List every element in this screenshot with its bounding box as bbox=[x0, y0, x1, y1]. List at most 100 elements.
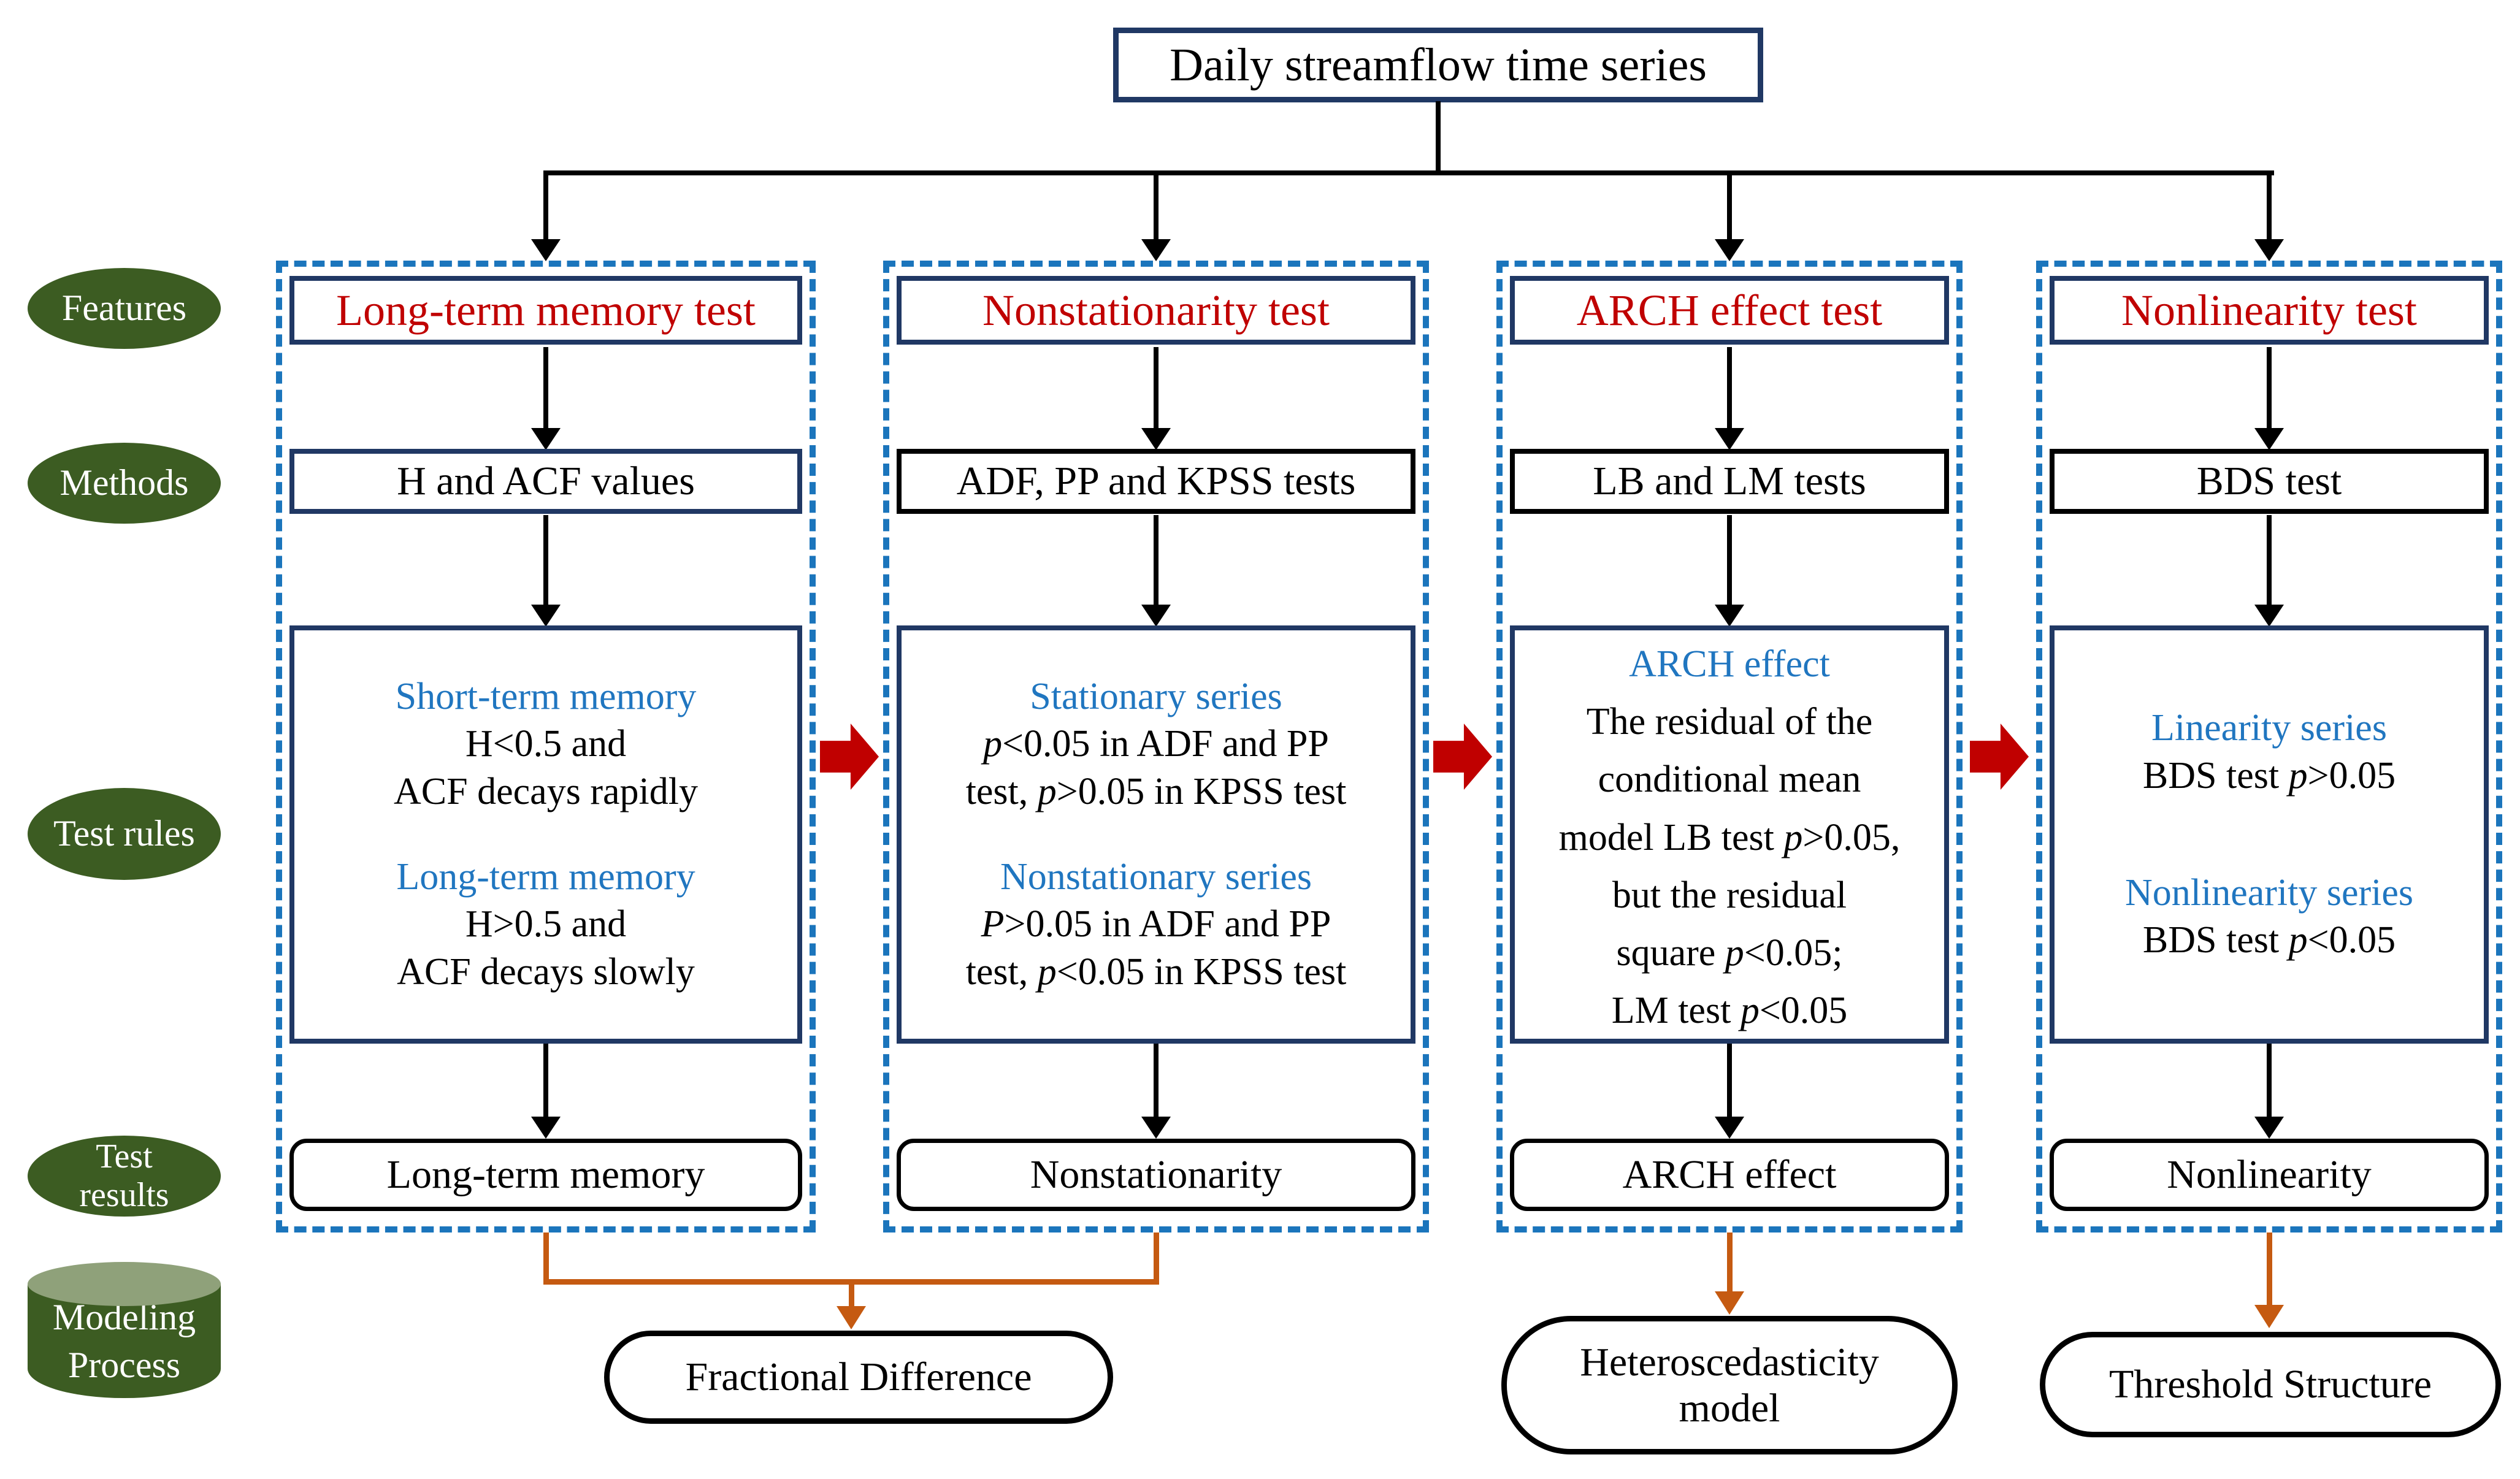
arrowhead-method-rules-icon-4 bbox=[2254, 605, 2284, 627]
branch-drop-line-3 bbox=[1727, 170, 1732, 240]
orange-arrowhead-ts-icon bbox=[2254, 1305, 2284, 1328]
arrow-method-rules-2 bbox=[1154, 515, 1159, 607]
row-label-methods: Methods bbox=[28, 443, 221, 524]
branch-arrowhead-icon-1 bbox=[531, 239, 561, 261]
arrow-method-rules-4 bbox=[2267, 515, 2272, 607]
feature-box-3: ARCH effect test bbox=[1510, 276, 1949, 345]
italic-symbol: p bbox=[983, 723, 1003, 765]
italic-symbol: p bbox=[1037, 950, 1057, 993]
output-line: Heteroscedasticity bbox=[1580, 1339, 1879, 1385]
arrow-rules-result-4 bbox=[2267, 1044, 2272, 1118]
result-box-3: ARCH effect bbox=[1510, 1139, 1949, 1211]
arrowhead-feature-method-icon-4 bbox=[2254, 428, 2284, 450]
italic-symbol: p bbox=[2288, 919, 2308, 961]
italic-symbol: p bbox=[1725, 932, 1744, 974]
rule-line: LM test p<0.05 bbox=[1611, 990, 1848, 1032]
italic-symbol: p bbox=[1037, 770, 1057, 812]
row-label-features: Features bbox=[28, 268, 221, 349]
rule-line: model LB test p>0.05, bbox=[1558, 816, 1901, 858]
rule-line: BDS test p<0.05 bbox=[2142, 919, 2396, 961]
arrowhead-feature-method-icon-1 bbox=[531, 428, 561, 450]
orange-drop-col1 bbox=[543, 1232, 549, 1284]
title-box: Daily streamflow time series bbox=[1113, 28, 1763, 102]
title-connector-line bbox=[1436, 101, 1441, 173]
arrow-rules-result-2 bbox=[1154, 1044, 1159, 1118]
arrow-rules-result-3 bbox=[1727, 1044, 1732, 1118]
result-box-2: Nonstationarity bbox=[897, 1139, 1415, 1211]
arrow-feature-method-1 bbox=[543, 347, 548, 430]
red-block-arrow-icon-3 bbox=[1970, 724, 2029, 790]
cylinder-top-icon bbox=[28, 1262, 221, 1306]
rule-heading: Long-term memory bbox=[396, 855, 695, 898]
arrow-method-rules-1 bbox=[543, 515, 548, 607]
arrowhead-feature-method-icon-2 bbox=[1141, 428, 1171, 450]
italic-symbol: p bbox=[1783, 816, 1803, 858]
arrowhead-rules-result-icon-1 bbox=[531, 1117, 561, 1139]
arrow-method-rules-3 bbox=[1727, 515, 1732, 607]
arrow-feature-method-4 bbox=[2267, 347, 2272, 430]
result-box-1: Long-term memory bbox=[289, 1139, 802, 1211]
arrowhead-method-rules-icon-1 bbox=[531, 605, 561, 627]
rule-line: but the residual bbox=[1612, 874, 1847, 916]
rule-line: BDS test p>0.05 bbox=[2142, 754, 2396, 797]
rule-line: square p<0.05; bbox=[1616, 932, 1843, 974]
arrowhead-rules-result-icon-4 bbox=[2254, 1117, 2284, 1139]
title-text: Daily streamflow time series bbox=[1170, 39, 1707, 91]
red-block-arrow-icon-1 bbox=[820, 724, 879, 790]
feature-box-1: Long-term memory test bbox=[289, 276, 802, 345]
column-box-3 bbox=[1496, 261, 1963, 1232]
branch-arrowhead-icon-2 bbox=[1141, 239, 1171, 261]
rule-heading: Nonstationary series bbox=[1000, 855, 1312, 898]
row-label-line: results bbox=[79, 1176, 169, 1214]
rule-line: H>0.5 and bbox=[465, 903, 627, 946]
feature-box-4: Nonlinearity test bbox=[2050, 276, 2489, 345]
row-label-line: Process bbox=[67, 1345, 181, 1385]
output-threshold-structure: Threshold Structure bbox=[2040, 1332, 2501, 1437]
rule-line: H<0.5 and bbox=[465, 723, 627, 765]
arrow-feature-method-2 bbox=[1154, 347, 1159, 430]
rule-line: p<0.05 in ADF and PP bbox=[983, 723, 1329, 765]
row-label-line: Features bbox=[61, 288, 187, 329]
rule-line: The residual of the bbox=[1586, 701, 1873, 743]
row-label-line: Test rules bbox=[53, 813, 195, 854]
rule-line: ACF decays slowly bbox=[397, 950, 695, 993]
output-line: Fractional Difference bbox=[685, 1355, 1032, 1400]
rule-heading: ARCH effect bbox=[1629, 643, 1830, 685]
rule-line: P>0.05 in ADF and PP bbox=[981, 903, 1331, 946]
branch-drop-line-1 bbox=[543, 170, 548, 240]
arrowhead-rules-result-icon-3 bbox=[1715, 1117, 1744, 1139]
rule-heading: Linearity series bbox=[2151, 707, 2387, 749]
orange-arrowhead-fd-icon bbox=[837, 1306, 866, 1329]
rule-line: test, p>0.05 in KPSS test bbox=[965, 770, 1347, 812]
orange-stem-fd bbox=[849, 1279, 854, 1309]
output-line: model bbox=[1679, 1386, 1780, 1431]
rule-heading: Nonlinearity series bbox=[2124, 871, 2414, 914]
orange-stem-ts bbox=[2267, 1232, 2272, 1307]
row-label-test-rules: Test rules bbox=[28, 788, 221, 880]
arrowhead-rules-result-icon-2 bbox=[1141, 1117, 1171, 1139]
branch-arrowhead-icon-3 bbox=[1715, 239, 1744, 261]
row-label-line: Methods bbox=[59, 462, 189, 503]
italic-symbol: P bbox=[981, 903, 1005, 946]
output-line: Threshold Structure bbox=[2108, 1362, 2432, 1407]
branch-drop-line-4 bbox=[2267, 170, 2272, 240]
arrow-rules-result-1 bbox=[543, 1044, 548, 1118]
rule-line: test, p<0.05 in KPSS test bbox=[965, 950, 1347, 993]
rule-heading: Short-term memory bbox=[395, 675, 697, 717]
orange-drop-col2 bbox=[1154, 1232, 1159, 1284]
method-box-2: ADF, PP and KPSS tests bbox=[897, 449, 1415, 514]
column-box-2 bbox=[883, 261, 1429, 1232]
italic-symbol: p bbox=[1740, 990, 1760, 1032]
